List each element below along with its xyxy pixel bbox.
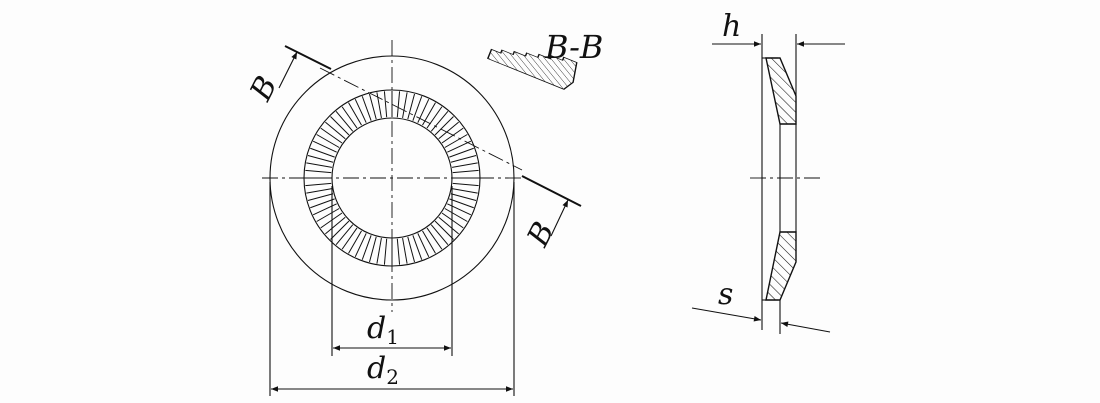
serration-tooth: [320, 212, 343, 229]
serration-tooth: [434, 116, 454, 136]
serration-tooth: [320, 127, 343, 144]
serration-tooth: [310, 198, 335, 209]
serration-tooth: [426, 106, 443, 129]
serration-tooth: [348, 230, 362, 254]
side-upper-section: [765, 57, 797, 125]
serration-tooth: [376, 92, 382, 119]
serration-tooth: [341, 227, 358, 250]
serration-teeth: [305, 91, 479, 265]
serration-tooth: [412, 235, 423, 260]
serration-profile: [486, 48, 578, 90]
serration-tooth: [430, 111, 449, 132]
serration-tooth: [449, 198, 474, 209]
serration-tooth: [447, 203, 472, 216]
cut-label-top: B: [243, 71, 285, 107]
s-arrow-right: [780, 321, 831, 333]
side-view: h s: [691, 9, 845, 334]
serration-tooth: [361, 96, 372, 121]
cut-mark-bottom: [521, 175, 582, 207]
cut-arrow-bottom: [550, 199, 569, 237]
serration-tooth: [438, 216, 459, 235]
serration-tooth: [305, 182, 332, 187]
serration-tooth: [335, 224, 354, 245]
serration-tooth: [452, 169, 479, 174]
serration-tooth: [450, 193, 477, 202]
serration-tooth: [307, 193, 334, 202]
serration-tooth: [451, 188, 478, 194]
serration-tooth: [341, 106, 358, 129]
serration-tooth: [330, 116, 350, 136]
serration-tooth: [449, 147, 474, 158]
serration-tooth: [312, 203, 337, 216]
serration-tooth: [368, 236, 377, 263]
serration-tooth: [310, 147, 335, 158]
section-bb-view: B-B: [486, 28, 603, 90]
serration-tooth: [402, 237, 408, 264]
serration-tooth: [412, 96, 423, 121]
serration-tooth: [325, 216, 346, 235]
serration-tooth: [441, 127, 464, 144]
serration-outer-circle: [303, 89, 481, 267]
d1-label: d1: [367, 311, 399, 349]
serration-tooth: [330, 220, 350, 240]
serration-tooth: [368, 93, 377, 120]
serration-tooth: [450, 154, 477, 163]
serration-tooth: [325, 121, 346, 140]
serration-tooth: [417, 233, 430, 258]
inner-bore-circle: [331, 117, 453, 239]
cut-mark-top: [284, 45, 332, 70]
serration-tooth: [305, 169, 332, 174]
serration-tooth: [383, 91, 388, 118]
serration-tooth: [451, 162, 478, 168]
serration-tooth: [306, 188, 333, 194]
serration-tooth: [316, 208, 340, 222]
outer-diameter-circle: [269, 55, 515, 301]
section-line: [319, 67, 523, 171]
serration-tooth: [376, 237, 382, 264]
serration-tooth: [441, 212, 464, 229]
serration-tooth: [444, 208, 468, 222]
s-arrow-left: [691, 307, 762, 322]
serration-tooth: [307, 154, 334, 163]
serration-tooth: [430, 224, 449, 245]
cut-arrow-top: [278, 51, 298, 89]
serration-tooth: [361, 235, 372, 260]
serration-tooth: [407, 236, 416, 263]
d2-label: d2: [367, 351, 399, 389]
serration-tooth: [438, 121, 459, 140]
serration-tooth: [422, 102, 436, 126]
serration-tooth: [348, 102, 362, 126]
serration-tooth: [447, 140, 472, 153]
side-lower-section: [765, 231, 797, 301]
serration-tooth: [444, 134, 468, 148]
serration-tooth: [316, 134, 340, 148]
serration-tooth: [312, 140, 337, 153]
cut-label-bottom: B: [520, 217, 562, 253]
front-view: B B d1 d2: [243, 40, 582, 396]
serration-tooth: [354, 233, 367, 258]
serration-tooth: [407, 93, 416, 120]
h-label: h: [722, 9, 741, 44]
serration-tooth: [335, 111, 354, 132]
serration-tooth: [452, 182, 479, 187]
serration-tooth: [396, 238, 401, 265]
serration-tooth: [402, 92, 408, 119]
s-label: s: [718, 277, 733, 312]
serration-tooth: [396, 91, 401, 118]
serration-tooth: [422, 230, 436, 254]
serration-tooth: [426, 227, 443, 250]
serration-tooth: [434, 220, 454, 240]
serration-tooth: [306, 162, 333, 168]
serration-tooth: [354, 98, 367, 123]
serration-tooth: [383, 238, 388, 265]
